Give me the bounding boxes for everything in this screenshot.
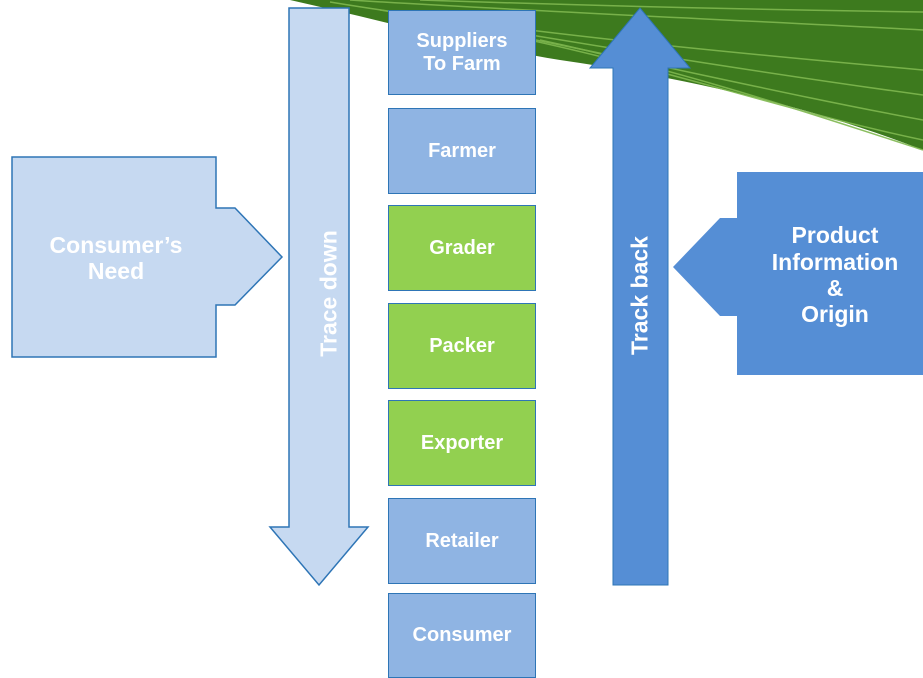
stage-suppliers-to-farm: Suppliers To Farm: [388, 10, 536, 95]
trace-down-arrow: [268, 7, 370, 587]
track-back-arrow: [588, 7, 692, 586]
stage-retailer: Retailer: [388, 498, 536, 584]
stage-consumer: Consumer: [388, 593, 536, 678]
consumer-need-arrow: [11, 156, 284, 358]
stage-grader: Grader: [388, 205, 536, 291]
stage-farmer: Farmer: [388, 108, 536, 194]
green-field-background: [290, 0, 923, 151]
track-back-label: Track back: [626, 236, 653, 355]
stage-exporter: Exporter: [388, 400, 536, 486]
trace-down-label: Trace down: [315, 230, 342, 357]
product-info-label: Product Information & Origin: [771, 222, 899, 328]
consumer-need-label: Consumer’s Need: [49, 231, 183, 284]
stage-packer: Packer: [388, 303, 536, 389]
product-info-arrow: [673, 172, 923, 375]
